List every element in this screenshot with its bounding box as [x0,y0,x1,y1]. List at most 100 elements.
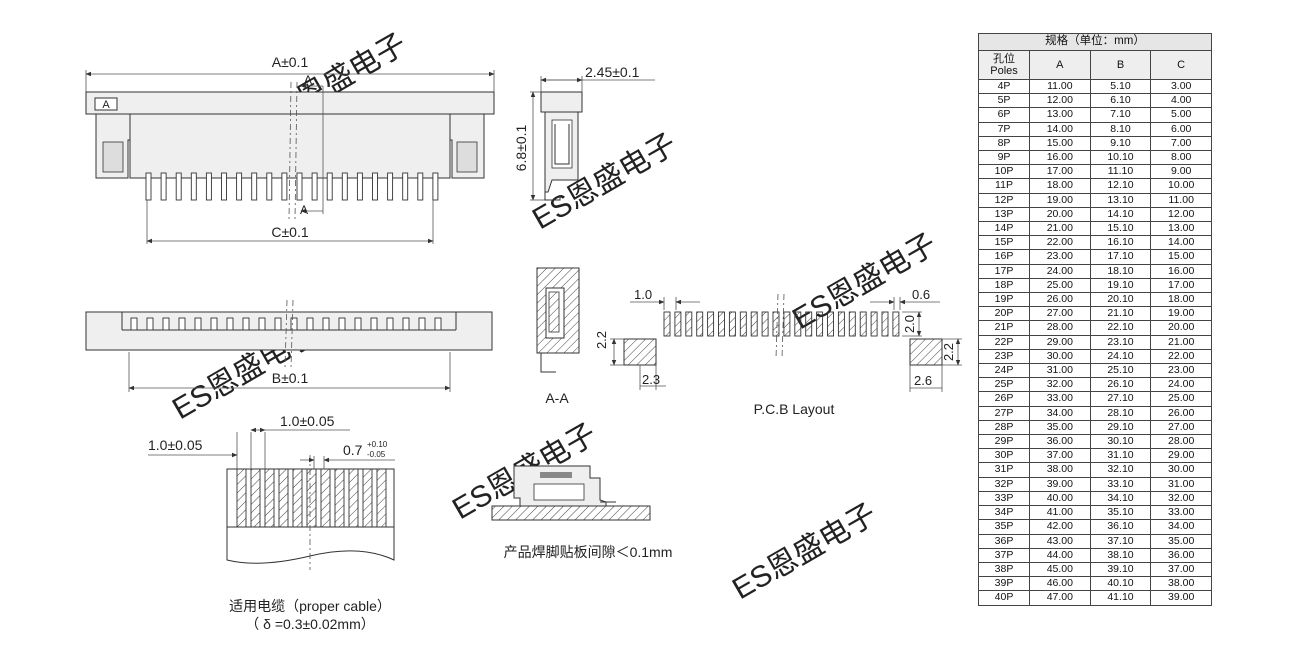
cell-poles: 23P [978,348,1030,365]
cell-poles: 20P [978,306,1030,322]
pcb-pad [663,311,671,337]
cell-c: 26.00 [1150,405,1212,421]
connector-actuator [85,91,495,115]
anchor-width-left-label: 2.3 [642,372,660,387]
pin [432,172,439,201]
cell-c: 18.00 [1150,292,1212,308]
cell-a: 47.00 [1029,590,1091,606]
pin [221,172,227,201]
pcb-pad [837,311,845,337]
cell-c: 17.00 [1150,277,1212,294]
cell-a: 41.00 [1029,505,1091,521]
bottom-pins [130,317,442,331]
cable-tol-plus: +0.10 [367,440,388,449]
cell-c: 37.00 [1150,561,1212,578]
cell-b: 12.10 [1089,178,1152,194]
cell-c: 16.00 [1150,263,1212,279]
cell-a: 11.00 [1029,78,1091,95]
cell-c: 36.00 [1150,547,1212,563]
pin [162,317,170,331]
cell-c: 28.00 [1150,434,1212,450]
pin [190,172,197,201]
cell-b: 25.10 [1089,363,1152,379]
cell-poles: 13P [978,206,1030,223]
pin [341,172,348,201]
cell-a: 29.00 [1029,334,1091,350]
cell-poles: 30P [978,448,1030,464]
cell-a: 27.00 [1029,306,1091,322]
cell-b: 6.10 [1089,93,1152,109]
cell-poles: 32P [978,476,1030,492]
cell-poles: 6P [978,107,1030,123]
col-c: C [1150,50,1212,80]
cell-b: 35.10 [1089,505,1152,521]
pin [402,172,409,201]
cell-c: 4.00 [1150,93,1212,109]
cell-c: 38.00 [1150,576,1212,592]
pin [338,317,346,331]
conductor [348,468,359,528]
marker-box-label: A [102,99,110,111]
cell-b: 31.10 [1089,448,1152,464]
cell-c: 20.00 [1150,320,1212,336]
pcb-pad [805,311,813,337]
conductor [292,468,303,528]
pcb-pad [696,311,704,337]
cell-poles: 7P [978,121,1030,137]
cell-poles: 25P [978,377,1030,393]
cell-a: 17.00 [1029,164,1091,180]
cell-a: 33.00 [1029,391,1091,407]
cell-poles: 40P [978,590,1030,606]
cell-poles: 5P [978,93,1030,109]
pcb-pad [707,311,715,337]
cell-a: 19.00 [1029,192,1091,208]
dim-a-label: A±0.1 [272,54,309,70]
cell-c: 30.00 [1150,462,1212,478]
cell-c: 22.00 [1150,348,1212,365]
cell-a: 37.00 [1029,448,1091,464]
cell-b: 17.10 [1089,249,1152,265]
conductor [320,468,331,528]
cell-poles: 14P [978,221,1030,237]
cell-a: 20.00 [1029,206,1091,223]
cell-a: 40.00 [1029,490,1091,507]
cell-a: 30.00 [1029,348,1091,365]
pin [418,317,426,331]
pcb-pad [827,311,834,337]
pin [306,317,314,331]
anchor-pad-right [909,338,943,366]
col-poles-en: Poles [990,65,1018,77]
pin [281,172,288,201]
cell-a: 28.00 [1029,320,1091,336]
dim-width-label: 2.45±0.1 [585,64,640,80]
cell-a: 42.00 [1029,519,1091,535]
cell-a: 12.00 [1029,93,1091,109]
anchor-width-right-label: 2.6 [914,373,932,388]
cell-b: 23.10 [1089,334,1152,350]
cell-c: 33.00 [1150,505,1212,521]
dim-height-label: 6.8±0.1 [513,124,529,171]
pcb-pad [881,311,889,337]
pcb-pad-width-label: 0.6 [912,287,930,302]
cell-b: 5.10 [1089,78,1152,95]
pcb-pad [674,311,682,337]
cable-edge-label: 1.0±0.05 [148,437,203,453]
pcb-pad [750,311,758,337]
cell-b: 37.10 [1089,533,1152,549]
cell-b: 20.10 [1089,292,1152,308]
pin [205,172,212,201]
cell-a: 23.00 [1029,249,1091,265]
